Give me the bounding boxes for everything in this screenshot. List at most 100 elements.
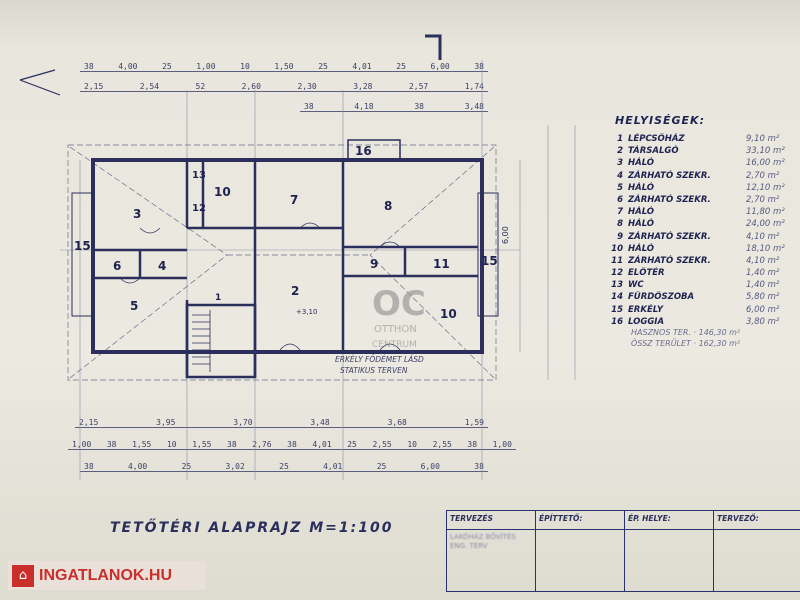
dimension-value: 38 bbox=[414, 102, 424, 111]
ingatlanok-logo: ⌂ INGATLANOK.HU bbox=[8, 561, 206, 590]
dimension-value: 1,59 bbox=[464, 418, 484, 427]
title-block-header: ÉPÍTTETŐ: bbox=[536, 511, 624, 530]
dimension-value: 1,00 bbox=[492, 440, 512, 449]
room-name: TÁRSALGÓ bbox=[628, 146, 679, 157]
dimension-value: 25 bbox=[318, 62, 328, 71]
dimension-value: 38 bbox=[106, 440, 117, 449]
room-area: 6,00 m² bbox=[746, 304, 780, 315]
plan-note-line1: ERKÉLY FÖDÉMET LÁSD bbox=[335, 355, 424, 364]
room-name: ZÁRHATÓ SZEKR. bbox=[628, 194, 711, 205]
room-name: FÜRDŐSZOBA bbox=[628, 292, 695, 303]
room-name: HÁLÓ bbox=[628, 243, 655, 254]
dimension-value: 25 bbox=[181, 462, 192, 471]
logo-text: INGATLANOK.HU bbox=[39, 566, 173, 584]
drawing-title: TETŐTÉRI ALAPRAJZ M=1:100 bbox=[110, 520, 394, 536]
dimension-value: 6,00 bbox=[420, 462, 440, 471]
dimension-value: 38 bbox=[227, 440, 237, 449]
svg-text:OTTHON: OTTHON bbox=[374, 324, 417, 335]
dimension-value: 25 bbox=[347, 440, 357, 449]
dimension-value: 52 bbox=[195, 82, 206, 91]
dimension-value: 38 bbox=[84, 62, 94, 71]
room-number: 2 bbox=[617, 146, 623, 157]
dimension-value: 4,00 bbox=[127, 462, 148, 471]
room-label-6: 6 bbox=[113, 259, 121, 273]
dimension-value: 4,00 bbox=[118, 62, 138, 71]
dimension-value: 2,54 bbox=[139, 82, 160, 91]
title-block-header: TERVEZŐ: bbox=[714, 511, 800, 530]
room-name: HÁLÓ bbox=[628, 182, 655, 193]
room-name: ZÁRHATÓ SZEKR. bbox=[628, 231, 711, 242]
dimension-value: 4,18 bbox=[354, 102, 374, 111]
room-number: 1 bbox=[617, 134, 623, 144]
dimension-value: 38 bbox=[287, 440, 297, 449]
room-number: 8 bbox=[617, 219, 623, 230]
dimension-value: 3,70 bbox=[233, 418, 253, 427]
room-label-8: 8 bbox=[384, 199, 392, 213]
room-number: 3 bbox=[617, 158, 623, 169]
dimension-value: 1,55 bbox=[192, 440, 212, 449]
north-marker-icon bbox=[425, 34, 442, 60]
room-label-15-left: 15 bbox=[74, 239, 91, 253]
room-name: ERKÉLY bbox=[628, 304, 663, 315]
room-number: 9 bbox=[617, 231, 623, 242]
dimension-value: 10 bbox=[166, 440, 177, 449]
room-name: LOGGIA bbox=[628, 316, 665, 327]
room-area: 16,00 m² bbox=[746, 158, 785, 169]
legend-row: 5 HÁLÓ 12,10 m² bbox=[605, 182, 800, 194]
dimension-value: 25 bbox=[396, 62, 406, 71]
svg-text:CENTRUM: CENTRUM bbox=[372, 340, 417, 350]
side-dimension: 6,00 bbox=[501, 226, 510, 244]
title-block-header: TERVEZÉS bbox=[447, 511, 535, 530]
dimension-value: 4,01 bbox=[323, 462, 343, 471]
room-name: ELŐTÉR bbox=[628, 268, 665, 279]
room-name: HÁLÓ bbox=[628, 207, 655, 218]
house-icon: ⌂ bbox=[12, 564, 34, 587]
dimension-value: 3,95 bbox=[156, 418, 176, 427]
room-label-2: 2 bbox=[291, 284, 299, 298]
room-area: 33,10 m² bbox=[746, 146, 785, 157]
room-label-4: 4 bbox=[158, 259, 166, 273]
room-area: 12,10 m² bbox=[746, 182, 785, 193]
dimension-value: 2,15 bbox=[79, 418, 99, 427]
dimension-value: 1,55 bbox=[132, 440, 152, 449]
room-area: 9,10 m² bbox=[746, 134, 780, 144]
dimension-value: 2,30 bbox=[297, 82, 317, 91]
room-area: 3,80 m² bbox=[746, 316, 780, 327]
room-label-10-bath: 10 bbox=[214, 185, 231, 199]
dimension-value: 2,57 bbox=[408, 82, 429, 91]
dimension-value: 1,50 bbox=[274, 62, 294, 71]
dimension-value: 25 bbox=[376, 462, 387, 471]
svg-text:OC: OC bbox=[372, 284, 426, 324]
room-label-11: 11 bbox=[433, 257, 450, 271]
room-name: HÁLÓ bbox=[628, 219, 655, 230]
room-name: ZÁRHATÓ SZEKR. bbox=[628, 255, 711, 266]
room-area: 1,40 m² bbox=[746, 268, 780, 279]
plan-note-line2: STATIKUS TERVEN bbox=[340, 366, 408, 375]
dimension-value: 4,01 bbox=[312, 440, 332, 449]
room-number: 10 bbox=[611, 243, 623, 254]
room-name: HÁLÓ bbox=[628, 158, 655, 169]
room-number: 5 bbox=[617, 182, 623, 193]
legend-row: 2 TÁRSALGÓ 33,10 m² bbox=[605, 145, 800, 157]
room-name: LÉPCSŐHÁZ bbox=[628, 134, 685, 144]
room-label-9: 9 bbox=[370, 257, 378, 271]
otthon-centrum-watermark: OC OTTHON CENTRUM bbox=[372, 284, 426, 350]
room-label-15-right: 15 bbox=[481, 254, 498, 268]
dimension-value: 38 bbox=[467, 440, 478, 449]
room-label-13: 13 bbox=[192, 170, 206, 181]
dimension-value: 1,00 bbox=[72, 440, 92, 449]
dimension-value: 10 bbox=[240, 62, 250, 71]
dimension-value: 25 bbox=[162, 62, 172, 71]
room-number: 11 bbox=[611, 255, 623, 266]
